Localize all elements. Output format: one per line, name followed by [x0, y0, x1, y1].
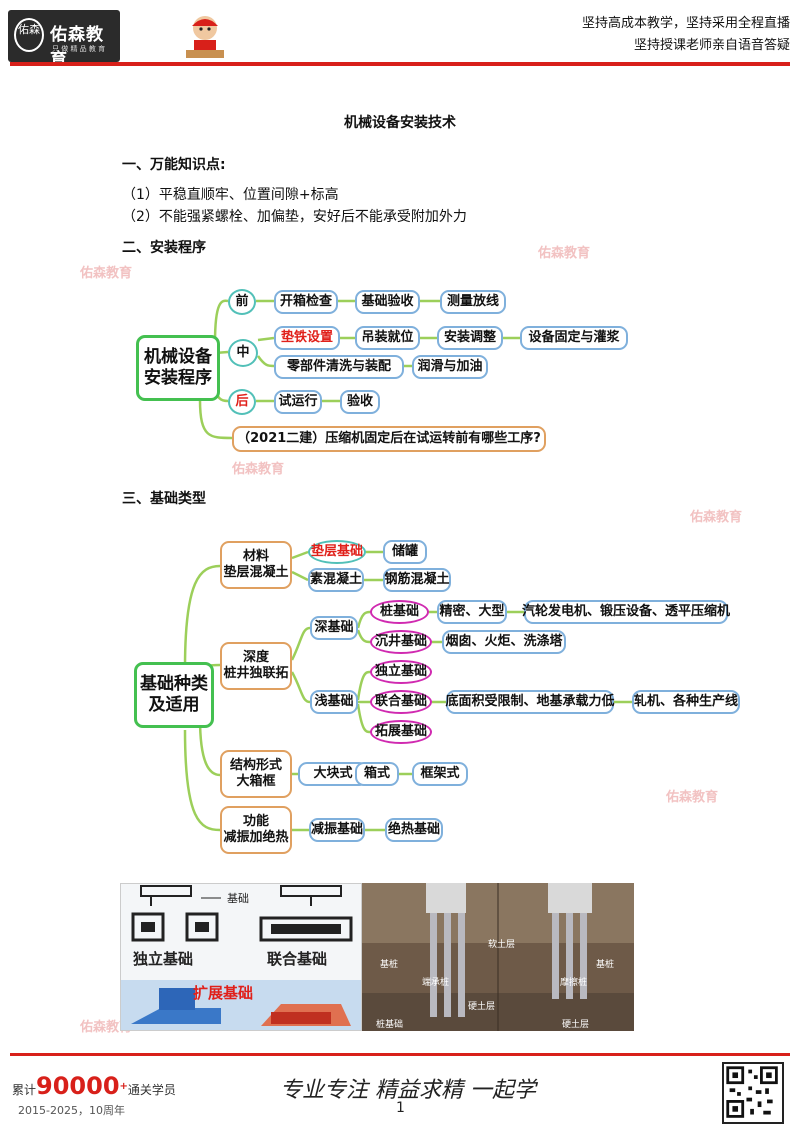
watermark: 佑森教育: [232, 462, 285, 477]
section-heading: 二、安装程序: [122, 240, 206, 256]
watermark: 佑森教育: [80, 266, 133, 281]
map2-connectors: [183, 550, 632, 832]
page-number: 1: [396, 1100, 405, 1116]
header-slogan-2: 坚持授课老师亲自语音答疑: [633, 38, 790, 53]
footer-suffix: 通关学员: [127, 1083, 176, 1097]
knowledge-point: （2）不能强紧螺栓、加偏垫，安好后不能承受附加外力: [122, 209, 467, 225]
map2-root: 基础种类 及适用: [134, 662, 214, 728]
mascot-icon: [186, 16, 224, 58]
watermark: 佑森教育: [690, 510, 743, 525]
footer-divider: [10, 1053, 790, 1056]
footer-prefix: 累计: [12, 1083, 37, 1097]
photo-label: 硬土层: [562, 1020, 590, 1030]
photo-label: 端承桩: [422, 978, 450, 988]
type-box: 轧机、各种生产线: [632, 690, 740, 714]
type-box: 浅基础: [310, 690, 358, 714]
footer-plus: +: [119, 1081, 128, 1092]
stage-before: 前: [228, 289, 256, 315]
map1-connectors: [198, 299, 520, 440]
diagram-label: 联合基础: [267, 950, 328, 968]
step-box: 安装调整: [437, 326, 503, 350]
step-box: 试运行: [274, 390, 322, 414]
type-box: 精密、大型: [437, 600, 507, 624]
pile-drawing: [362, 883, 634, 1031]
type-node: 联合基础: [370, 690, 432, 714]
step-box: 验收: [340, 390, 380, 414]
brand-logo: 佑森 佑森教育 只 做 精 品 教 育: [8, 10, 120, 70]
photo-label: 摩擦桩: [560, 978, 588, 988]
diagram-label: 扩展基础: [193, 984, 254, 1002]
type-box: 储罐: [383, 540, 427, 564]
stage-middle: 中: [228, 339, 258, 367]
foundation-diagram-image: 基础 独立基础 联合基础 扩展基础: [120, 883, 362, 1031]
type-box: 减振基础: [309, 818, 365, 842]
photo-label: 基桩: [596, 960, 615, 970]
logo-seal: 佑森: [14, 18, 44, 52]
type-node: 桩基础: [370, 600, 429, 624]
photo-label: 基桩: [380, 960, 399, 970]
logo-tagline: 只 做 精 品 教 育: [52, 45, 106, 53]
category-box: 结构形式 大箱框: [220, 750, 292, 798]
diagram-label: 独立基础: [133, 950, 194, 968]
foundation-drawing: [121, 885, 361, 1030]
photo-label: 软土层: [488, 940, 516, 950]
type-node: 沉井基础: [370, 630, 432, 654]
step-box: 设备固定与灌浆: [520, 326, 628, 350]
type-box: 钢筋混凝土: [383, 568, 451, 592]
diagram-label: 基础: [227, 892, 249, 905]
type-box: 箱式: [355, 762, 399, 786]
section-heading: 三、基础类型: [122, 491, 206, 507]
type-node: 拓展基础: [370, 720, 432, 744]
watermark: 佑森教育: [538, 246, 591, 261]
map1-root: 机械设备 安装程序: [136, 335, 220, 401]
footer-years: 2015-2025，10周年: [18, 1104, 125, 1117]
step-box: 吊装就位: [355, 326, 420, 350]
category-box: 深度 桩井独联拓: [220, 642, 292, 690]
step-box: 零部件清洗与装配: [274, 355, 404, 379]
header-divider: [10, 62, 790, 66]
step-box-highlight: 垫铁设置: [274, 326, 340, 350]
type-box: 汽轮发电机、锻压设备、透平压缩机: [522, 600, 730, 624]
type-box: 素混凝土: [308, 568, 364, 592]
step-box: 润滑与加油: [412, 355, 488, 379]
footer-number: 90000: [36, 1072, 120, 1100]
exam-question: （2021二建）压缩机固定后在试运转前有哪些工序?: [232, 426, 546, 452]
step-box: 开箱检查: [274, 290, 338, 314]
type-box: 烟囱、火炬、洗涤塔: [442, 630, 566, 654]
watermark: 佑森教育: [666, 790, 719, 805]
type-node: 独立基础: [370, 660, 432, 684]
photo-label: 硬土层: [468, 1002, 496, 1012]
category-box: 功能 减振加绝热: [220, 806, 292, 854]
type-node-highlight: 垫层基础: [308, 540, 366, 564]
type-box: 框架式: [412, 762, 468, 786]
qr-code-icon: [722, 1062, 784, 1124]
step-box: 测量放线: [440, 290, 506, 314]
footer-motto: 专业专注 精益求精 一起学: [280, 1078, 536, 1103]
photo-label: 桩基础: [376, 1020, 404, 1030]
header-slogan-1: 坚持高成本教学，坚持采用全程直播: [581, 16, 790, 31]
page-title: 机械设备安装技术: [344, 115, 456, 131]
category-box: 材料 垫层混凝土: [220, 541, 292, 589]
type-box: 绝热基础: [385, 818, 443, 842]
pile-foundation-image: 基桩 基桩 软土层 硬土层 端承桩 摩擦桩 桩基础 硬土层: [362, 883, 634, 1031]
watermark: 佑森教育: [80, 1020, 133, 1035]
knowledge-point: （1）平稳直顺牢、位置间隙+标高: [122, 187, 339, 203]
type-box: 底面积受限制、地基承载力低: [446, 690, 615, 714]
section-heading: 一、万能知识点:: [122, 157, 226, 173]
footer-count: 累计90000+通关学员: [12, 1072, 176, 1100]
stage-after: 后: [228, 389, 256, 415]
type-box: 深基础: [310, 616, 358, 640]
step-box: 基础验收: [355, 290, 420, 314]
